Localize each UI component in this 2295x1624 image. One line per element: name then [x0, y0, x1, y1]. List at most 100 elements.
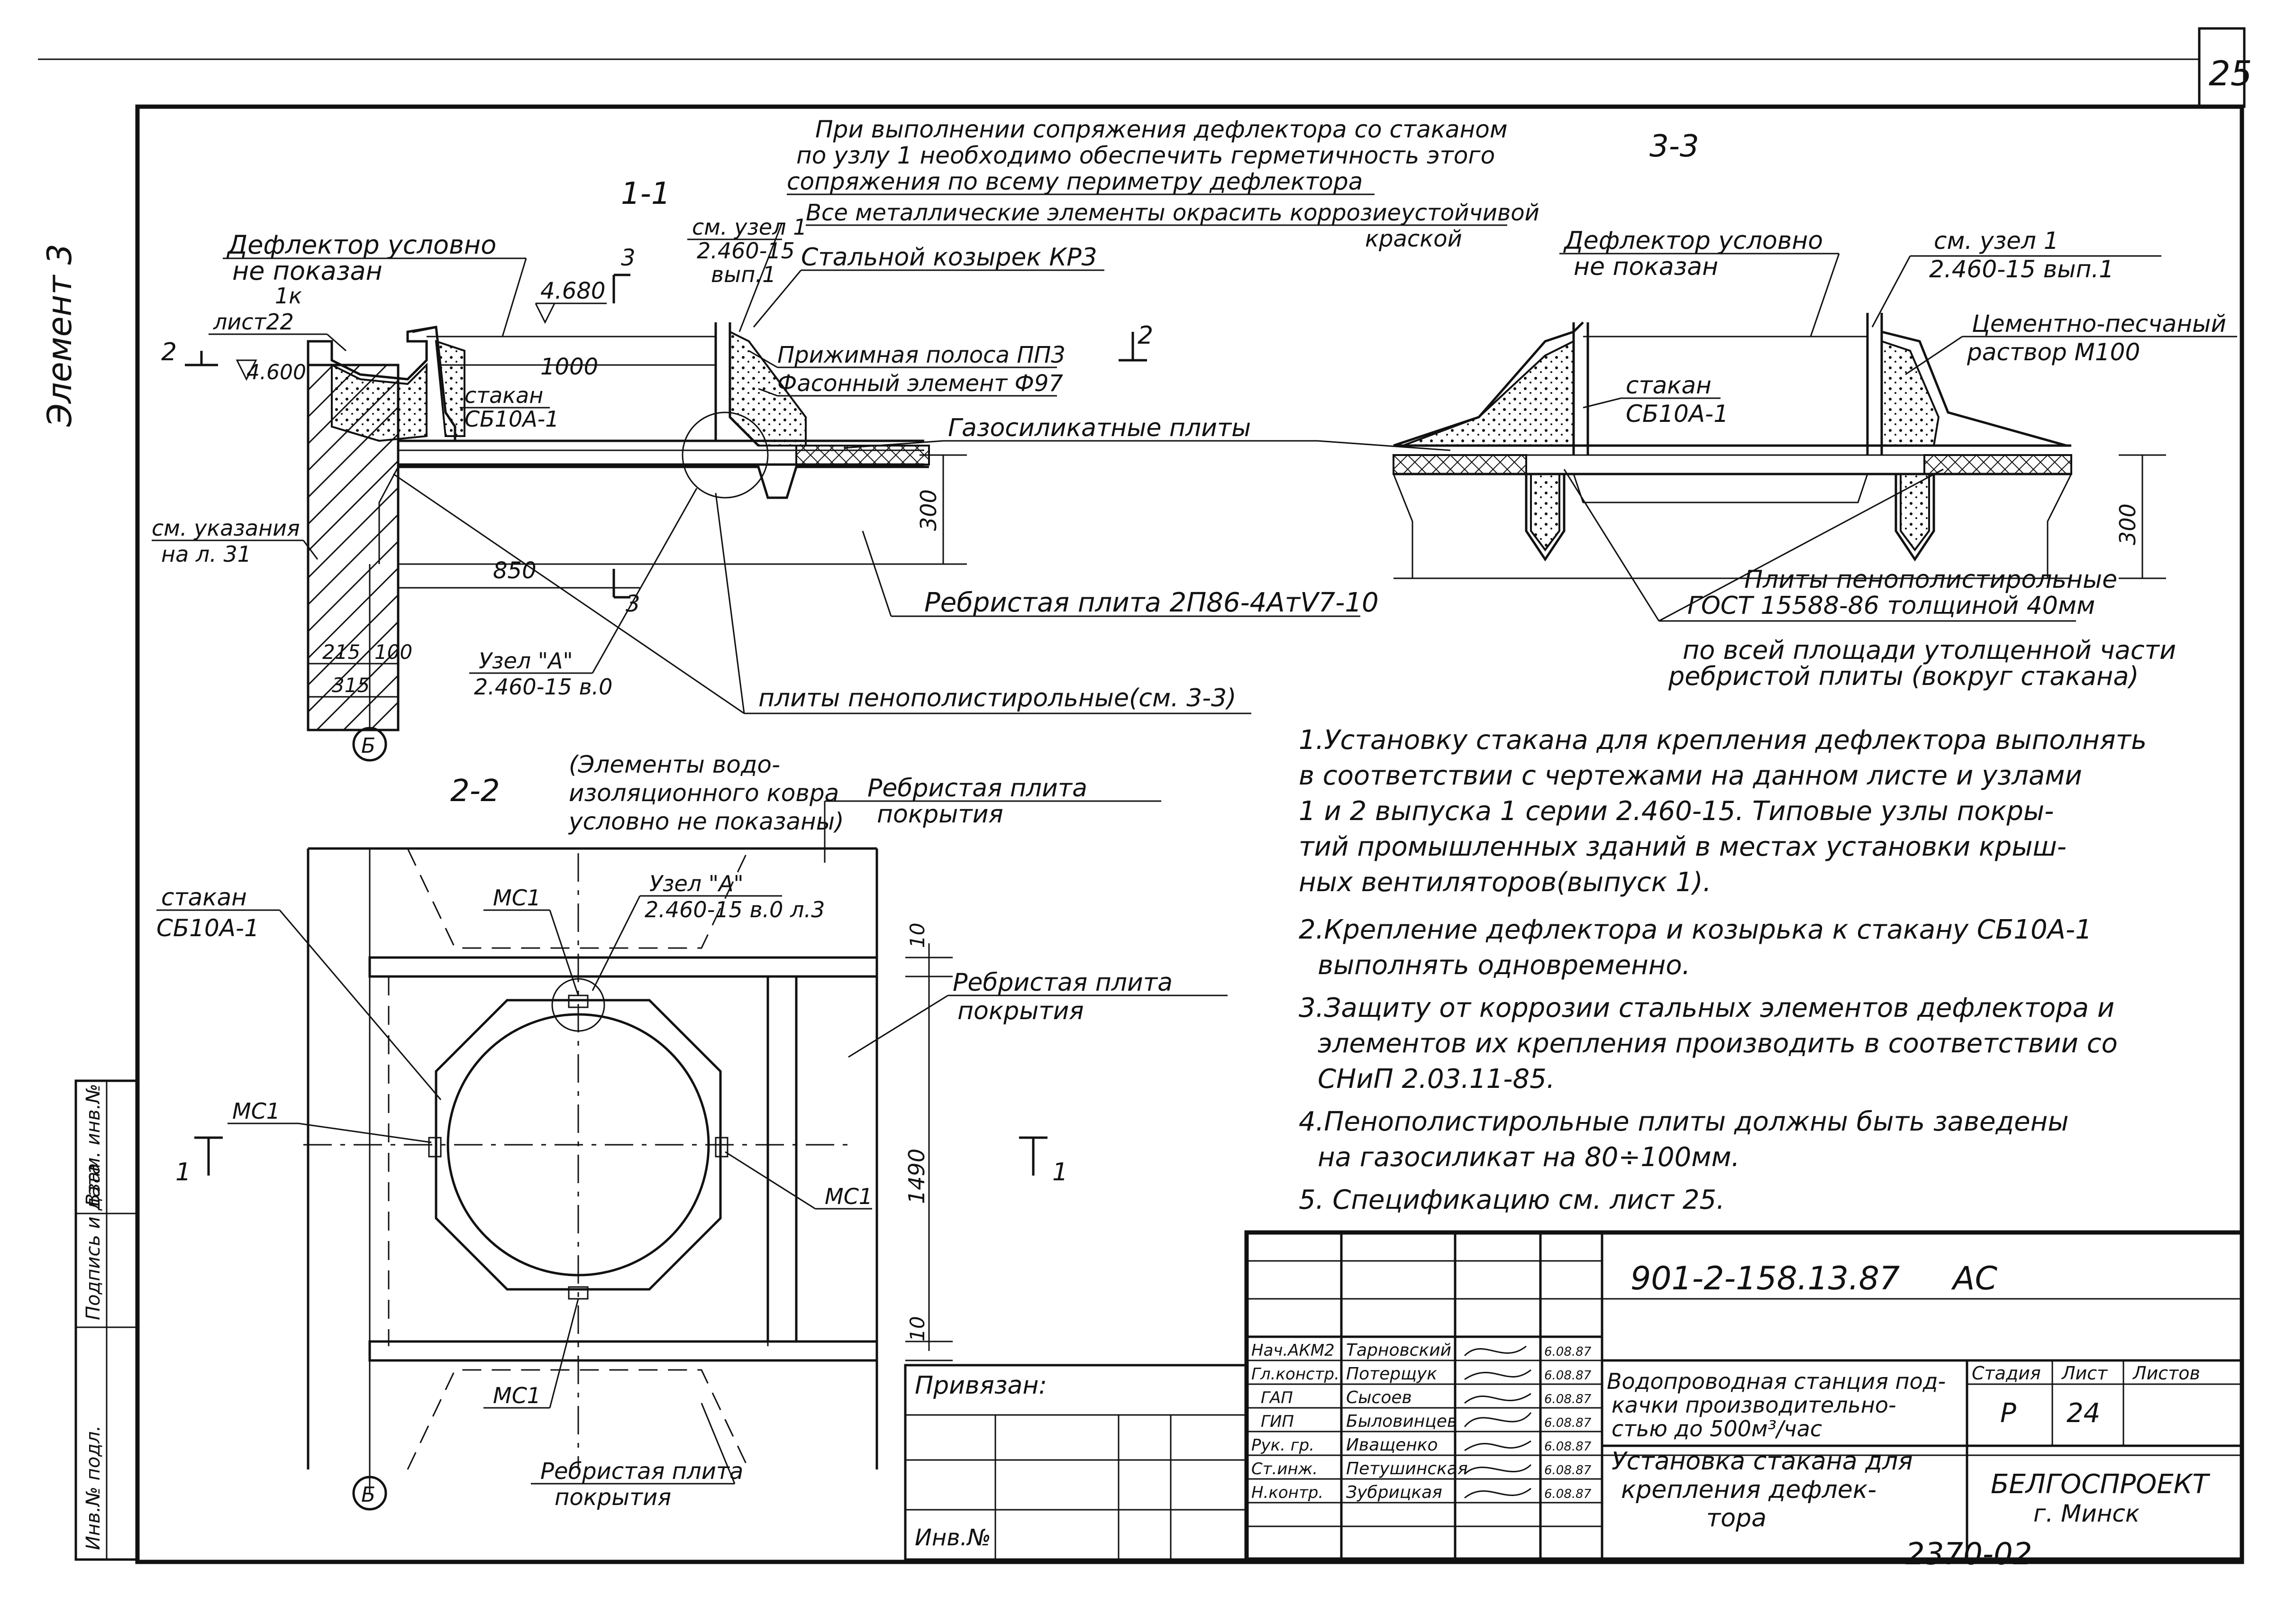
- waterproof-2: изоляционного ковра: [569, 779, 839, 807]
- waterproof-1: (Элементы водо-: [569, 751, 780, 778]
- dim-215: 215: [322, 640, 360, 664]
- dim-300-left: 300: [916, 489, 941, 531]
- section-2-2: 2-2 (Элементы водо- изоляционного ковра …: [156, 751, 1228, 1511]
- note-line-3: сопряжения по всему периметру дефлектора: [787, 168, 1363, 195]
- role-5: Рук. гр.: [1251, 1436, 1314, 1455]
- gnote-10: СНиП 2.03.11-85.: [1318, 1064, 1555, 1095]
- strip-inv: Инв.№ подл.: [82, 1425, 104, 1550]
- gnote-1: 1.Установку стакана для крепления дефлек…: [1299, 725, 2147, 756]
- cup-2-2-2: СБ10А-1: [156, 914, 259, 942]
- gnote-7: выполнять одновременно.: [1318, 950, 1690, 981]
- axis-b-top: Б: [361, 734, 375, 758]
- org-2: г. Минск: [2033, 1500, 2140, 1527]
- linked-label: Привязан:: [915, 1371, 1047, 1400]
- name-6: Петушинская: [1346, 1459, 1468, 1478]
- ribbed-right-2: покрытия: [957, 997, 1084, 1025]
- role-4: ГИП: [1261, 1412, 1294, 1431]
- inv-label: Инв.№: [915, 1524, 991, 1551]
- section-3-3: 3-3 Дефлектор условно не показан см. у: [1393, 129, 2237, 691]
- date-4: 6.08.87: [1544, 1416, 1592, 1430]
- foam-plates-label: плиты пенополистирольные(см. 3-3): [758, 684, 1236, 712]
- node-a-1: Узел "А": [479, 648, 573, 674]
- cut-3-bottom: 3: [626, 591, 640, 617]
- ribbed-bottom-1: Ребристая плита: [540, 1458, 743, 1485]
- cut-3-top: 3: [621, 245, 636, 271]
- date-3: 6.08.87: [1544, 1392, 1592, 1406]
- foam-3-3-1: Плиты пенополистирольные: [1744, 566, 2117, 594]
- role-6: Ст.инж.: [1251, 1460, 1318, 1478]
- dim-1000: 1000: [540, 354, 598, 380]
- deflector-3-3-1: Дефлектор условно: [1563, 227, 1823, 255]
- node-ref-2: 2.460-15: [697, 238, 795, 264]
- dim-10-bottom: 10: [906, 1316, 929, 1341]
- section-1-1-title: 1-1: [621, 176, 671, 211]
- mc1-right: МС1: [825, 1184, 873, 1209]
- name-2: Потерщук: [1346, 1364, 1437, 1384]
- cup-label-2: СБ10А-1: [464, 406, 559, 432]
- date-6: 6.08.87: [1544, 1463, 1592, 1478]
- see-notes-2: на л. 31: [161, 541, 251, 567]
- cut-2-mid: 2: [1138, 321, 1153, 350]
- node-a-2-2-1: Узел "А": [649, 871, 744, 896]
- octagon-cup: [435, 999, 722, 1291]
- margin-note: Элемент 3: [40, 244, 79, 427]
- date-7: 6.08.87: [1544, 1487, 1592, 1501]
- sheet-frame: 25 2370-02 Элемент 3: [38, 27, 2252, 1572]
- date-2: 6.08.87: [1544, 1369, 1592, 1383]
- paint-note-2: краской: [1365, 226, 1462, 252]
- date-1: 6.08.87: [1544, 1345, 1592, 1359]
- object-1: Водопроводная станция под-: [1607, 1369, 1946, 1394]
- name-4: Быловинцев: [1346, 1412, 1457, 1431]
- doc-code: 901-2-158.13.87: [1630, 1260, 1900, 1297]
- section-2-2-title: 2-2: [450, 774, 500, 809]
- section-1-1: 1-1 3 4.680 4.600: [152, 176, 1451, 762]
- gnote-5: ных вентиляторов(выпуск 1).: [1299, 867, 1712, 898]
- visor-label: Стальной козырек КР3: [801, 243, 1097, 272]
- ribbed-bottom-2: покрытия: [555, 1484, 671, 1511]
- axis-b-bottom: Б: [361, 1483, 375, 1507]
- elev-top: 4.680: [540, 278, 605, 304]
- dim-100: 100: [374, 640, 412, 664]
- section-3-3-title: 3-3: [1649, 129, 1699, 164]
- gnote-11: 4.Пенополистирольные плиты должны быть з…: [1299, 1106, 2068, 1137]
- role-7: Н.контр.: [1251, 1483, 1323, 1502]
- node-a-2-2-2: 2.460-15 в.0 л.3: [645, 897, 825, 922]
- node-ref-3: вып.1: [711, 262, 776, 287]
- cup-2-2-1: стакан: [161, 884, 247, 911]
- strip-sign: Подпись и дата: [82, 1163, 104, 1320]
- shaped-label: Фасонный элемент Ф97: [777, 370, 1063, 397]
- cup-3-3-2: СБ10А-1: [1626, 400, 1729, 428]
- role-1: Нач.АКМ2: [1251, 1341, 1335, 1360]
- cut-1-left: 1: [175, 1158, 191, 1186]
- gnote-4: тий промышленных зданий в местах установ…: [1299, 831, 2067, 862]
- sheet-22: лист22: [213, 309, 294, 335]
- ribbed-label: Ребристая плита 2П86-4АтV7-10: [924, 587, 1379, 618]
- archive-number: 2370-02: [1905, 1537, 2032, 1572]
- object-2: качки производительно-: [1612, 1392, 1896, 1418]
- top-notes: При выполнении сопряжения дефлектора со …: [753, 116, 1539, 328]
- role-3: ГАП: [1261, 1388, 1293, 1407]
- sheet-header: Лист: [2061, 1363, 2108, 1384]
- mc1-top: МС1: [493, 885, 541, 911]
- paint-note-1: Все металлические элементы окрасить корр…: [806, 200, 1539, 226]
- gnote-13: 5. Спецификацию см. лист 25.: [1299, 1185, 1725, 1215]
- name-3: Сысоев: [1346, 1388, 1412, 1407]
- left-stamp-strip: Инв.№ подл. Подпись и дата Взам. инв.№: [74, 1079, 139, 1561]
- stage-value: Р: [2000, 1398, 2016, 1429]
- stage-header: Стадия: [1972, 1363, 2041, 1384]
- gas-silicate-label: Газосиликатные плиты: [948, 414, 1251, 442]
- name-7: Зубрицкая: [1346, 1483, 1442, 1502]
- foam-3-3-4: ребристой плиты (вокруг стакана): [1668, 661, 2139, 691]
- node-a-2: 2.460-15 в.0: [474, 674, 612, 700]
- mc1-bottom: МС1: [493, 1383, 541, 1408]
- foam-3-3-2: ГОСТ 15588-86 толщиной 40мм: [1687, 592, 2095, 620]
- ribbed-top-1: Ребристая плита: [867, 774, 1087, 803]
- note-line-1: При выполнении сопряжения дефлектора со …: [815, 116, 1508, 143]
- mc1-left: МС1: [232, 1098, 280, 1124]
- sheets-header: Листов: [2132, 1363, 2200, 1384]
- dim-315: 315: [332, 674, 370, 697]
- title-block: Привязан: Инв.№ Нач.АКМ2 Гл.констр. ГАП …: [904, 1230, 2244, 1562]
- cup-3-3-1: стакан: [1626, 372, 1712, 399]
- gnote-3: 1 и 2 выпуска 1 серии 2.460-15. Типовые …: [1299, 796, 2054, 827]
- dim-300-right: 300: [2115, 503, 2140, 545]
